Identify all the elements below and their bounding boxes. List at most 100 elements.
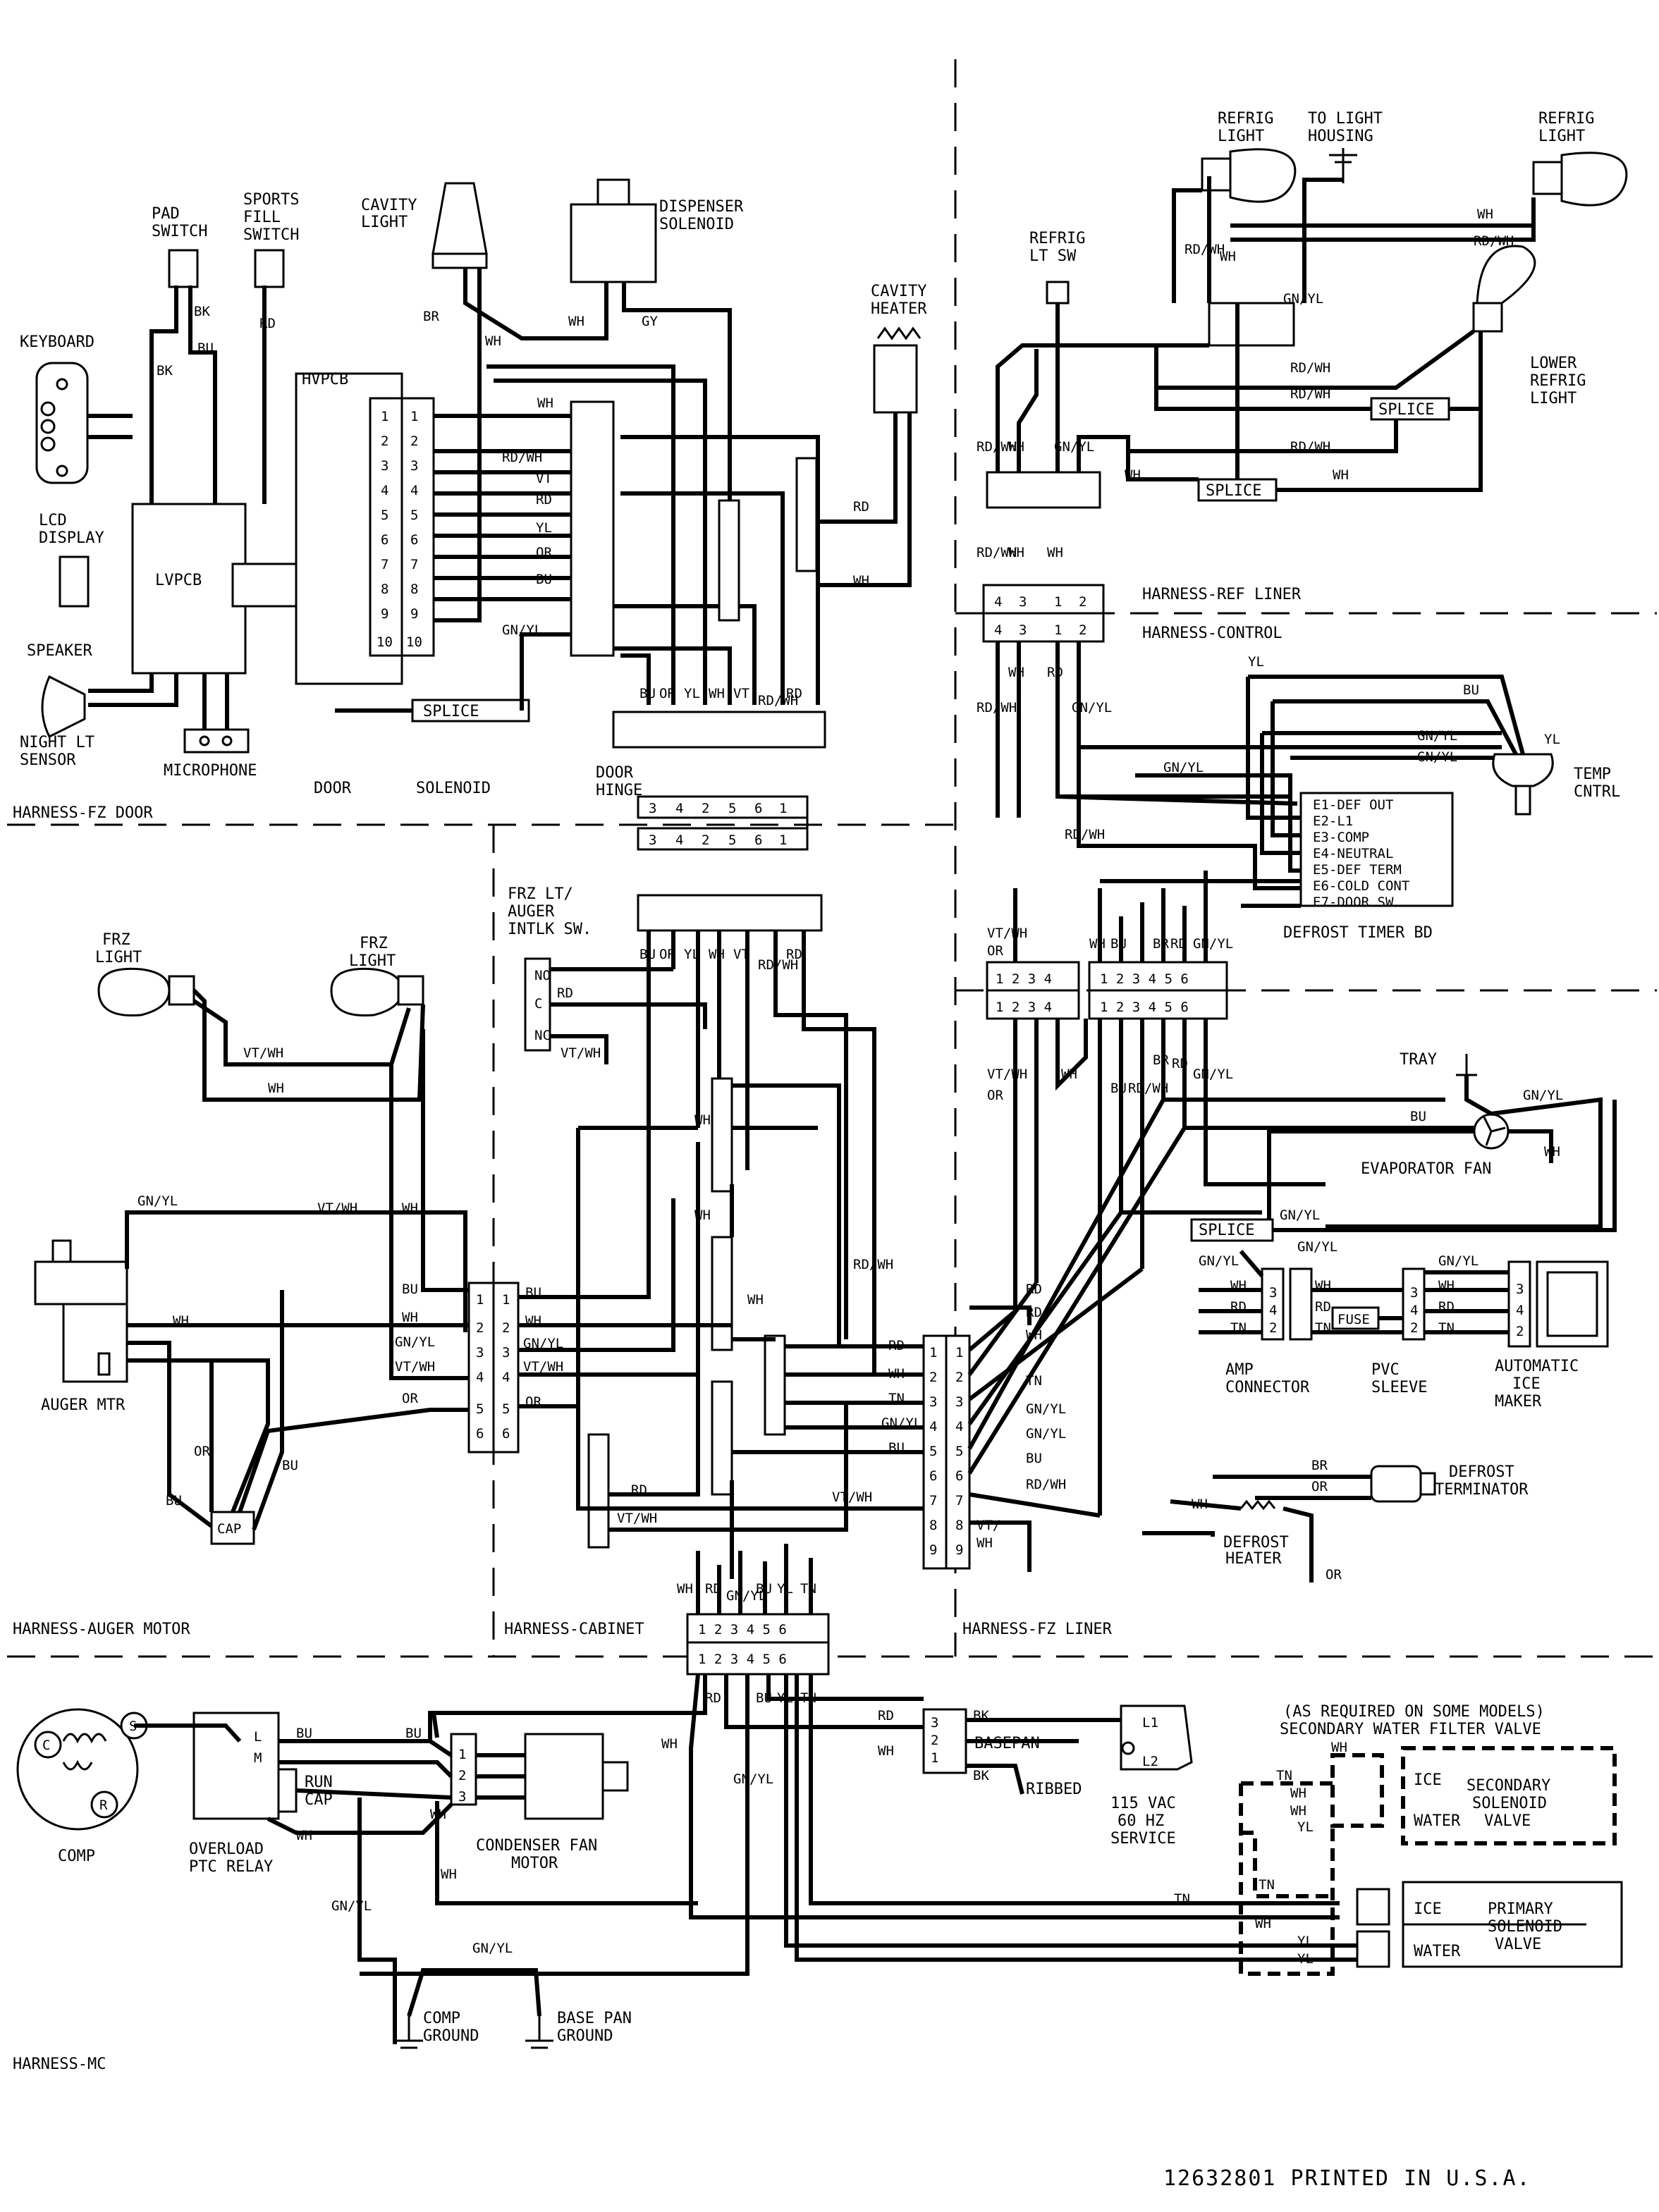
door-hinge-grounds: DOOR SOLENOID DOOR HINGE SPLICE [314, 699, 642, 799]
svg-text:8: 8 [955, 1518, 963, 1533]
cavity-light: CAVITY LIGHT [361, 182, 488, 269]
svg-text:3: 3 [476, 1345, 484, 1360]
svg-text:RD: RD [1172, 1056, 1188, 1071]
svg-text:WH: WH [1290, 1786, 1306, 1801]
svg-text:WH: WH [1061, 1067, 1077, 1082]
svg-text:3: 3 [649, 801, 656, 816]
svg-text:WH: WH [1333, 467, 1349, 483]
svg-text:1: 1 [381, 409, 388, 424]
svg-text:2: 2 [476, 1320, 484, 1336]
svg-text:WH: WH [485, 333, 501, 349]
refrig-lt-switch: REFRIG LT SW [1029, 230, 1085, 305]
svg-text:RD/WH: RD/WH [502, 450, 542, 465]
svg-text:GN/YL: GN/YL [1026, 1401, 1066, 1417]
overload-relay: L M OVERLOAD PTC RELAY [189, 1712, 280, 1876]
svg-text:RD/WH: RD/WH [1474, 233, 1514, 249]
auger-mtr-label: AUGER MTR [41, 1396, 126, 1414]
svg-text:WH: WH [694, 1112, 711, 1128]
svg-text:WH: WH [677, 1581, 693, 1597]
service-plug: 3 2 1 BK BASEPAN BK RIBBED L1 L2 115 VAC… [878, 1704, 1193, 1848]
svg-text:YL: YL [1297, 1819, 1314, 1835]
svg-text:GN/YL: GN/YL [1438, 1253, 1479, 1269]
refrig-light-1-label-2: LIGHT [1218, 128, 1264, 145]
frz-light-1-label-1: FRZ [102, 931, 130, 949]
svg-text:BU: BU [1463, 682, 1479, 698]
ice-maker-label-3: MAKER [1495, 1393, 1542, 1411]
svg-text:4: 4 [502, 1370, 510, 1385]
svg-text:OR: OR [987, 1088, 1003, 1103]
service-label-3: SERVICE [1110, 1830, 1176, 1848]
cavity-light-label-1: CAVITY [361, 197, 417, 214]
auger-wires: WH OR BU WH GN/YL VT/WH [125, 1210, 469, 1531]
svg-text:4: 4 [929, 1419, 937, 1434]
svg-text:WH: WH [1220, 249, 1236, 264]
svg-text:WH: WH [1026, 1327, 1042, 1343]
svg-text:WH: WH [1544, 1144, 1560, 1160]
night-lt-label-2: SENSOR [20, 751, 76, 769]
svg-text:OR: OR [194, 1444, 210, 1459]
basepan-label: BASEPAN [974, 1735, 1040, 1752]
svg-text:2: 2 [1269, 1320, 1277, 1336]
svg-text:BU: BU [197, 340, 214, 356]
svg-text:1: 1 [929, 1345, 937, 1360]
secondary-water-label: WATER [1414, 1812, 1461, 1830]
svg-text:BK: BK [194, 304, 210, 319]
tray-label: TRAY [1400, 1051, 1437, 1069]
svg-text:9: 9 [410, 606, 418, 622]
svg-text:2: 2 [381, 434, 388, 449]
fz-liner-wire-labels: VT/WH OR WH BU BR RD GN/YL VT/WH OR WH B… [987, 926, 1233, 1103]
secondary-valve-note-1: (AS REQUIRED ON SOME MODELS) [1283, 1703, 1545, 1721]
control-wires [1057, 675, 1525, 908]
svg-text:1: 1 [931, 1750, 938, 1766]
evap-fan-label: EVAPORATOR FAN [1361, 1160, 1491, 1178]
frz-lt-label-2: AUGER [508, 903, 555, 921]
svg-text:4: 4 [381, 483, 388, 498]
svg-text:VT/WH: VT/WH [561, 1045, 601, 1061]
svg-text:8: 8 [929, 1518, 937, 1533]
svg-text:6: 6 [476, 1426, 484, 1442]
svg-text:10: 10 [406, 634, 422, 650]
run-cap-label-2: CAP [305, 1791, 333, 1809]
svg-text:7: 7 [410, 557, 418, 572]
svg-text:1 2 3 4 5 6: 1 2 3 4 5 6 [698, 1652, 787, 1667]
svg-text:RD: RD [705, 1690, 721, 1706]
svg-text:RD/WH: RD/WH [1026, 1477, 1066, 1492]
svg-text:2: 2 [955, 1370, 963, 1385]
fuse-label: FUSE [1337, 1312, 1370, 1327]
refrig-light-2-label-1: REFRIG [1538, 110, 1594, 128]
defrost-timer-board: E1-DEF OUT E2-L1 E3-COMP E4-NEUTRAL E5-D… [1283, 792, 1454, 942]
refrig-light-1-label-1: REFRIG [1218, 110, 1273, 128]
svg-text:RD: RD [786, 686, 802, 701]
svg-text:C: C [42, 1738, 50, 1753]
defrost-heater-label-2: HEATER [1225, 1550, 1282, 1568]
fz-door-wires [87, 268, 912, 730]
svg-text:BU: BU [402, 1282, 418, 1297]
svg-text:RD/WH: RD/WH [1290, 439, 1330, 455]
overload-label-2: PTC RELAY [189, 1858, 273, 1876]
svg-text:GN/YL: GN/YL [472, 1941, 513, 1956]
amp-connector: 3 4 2 GN/YL WH RD TN AMP CONNECTOR [1199, 1250, 1310, 1396]
svg-text:WH: WH [1331, 1740, 1347, 1755]
primary-valve-label: VALVE [1495, 1936, 1541, 1953]
frz-light-right: FRZ LIGHT [330, 935, 424, 1017]
svg-text:RD/WH: RD/WH [1128, 1081, 1168, 1096]
svg-text:YL: YL [684, 686, 700, 701]
timer-e1: E1-DEF OUT [1313, 797, 1393, 813]
svg-text:C: C [534, 996, 542, 1012]
svg-text:WH: WH [1047, 545, 1063, 560]
svg-text:VT: VT [733, 686, 749, 701]
primary-label: PRIMARY [1488, 1900, 1553, 1918]
svg-text:1 2 3 4: 1 2 3 4 [996, 1000, 1052, 1015]
svg-text:RD/WH: RD/WH [977, 545, 1017, 560]
sports-fill-label-3: SWITCH [243, 226, 299, 244]
frz-light-1-label-2: LIGHT [95, 949, 142, 966]
door-hinge-label-1: DOOR [596, 764, 634, 782]
svg-text:3: 3 [1269, 1285, 1277, 1301]
svg-text:PAD: PAD [152, 205, 180, 223]
compressor: C S R COMP [16, 1708, 148, 1865]
svg-text:WH: WH [1008, 545, 1024, 560]
overload-label-1: OVERLOAD [189, 1841, 264, 1858]
